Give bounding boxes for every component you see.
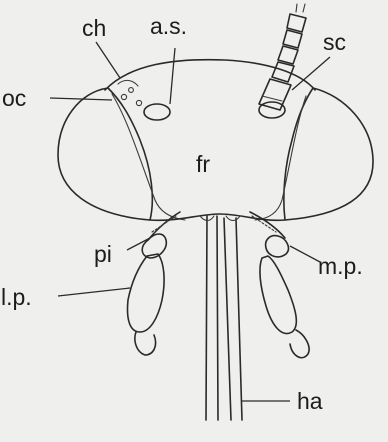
label-mp: m.p. [318, 253, 363, 279]
left-labial-palp [128, 254, 165, 332]
mouthparts [128, 212, 310, 420]
antenna [259, 4, 306, 110]
antennal-socket-right [259, 102, 285, 118]
label-ha: ha [297, 388, 323, 414]
antennal-socket-left [144, 104, 170, 120]
chalaza-line [118, 80, 138, 86]
label-ch: ch [82, 15, 106, 41]
head-capsule [58, 60, 373, 221]
right-labial-palp [260, 256, 296, 334]
label-as: a.s. [150, 13, 187, 39]
label-fr: fr [196, 151, 210, 177]
scape-segment [259, 79, 291, 110]
label-lp: l.p. [1, 284, 32, 310]
label-sc: sc [323, 29, 346, 55]
ocelli [121, 88, 141, 106]
label-pi: pi [94, 241, 112, 267]
leader-lines [50, 42, 330, 401]
right-compound-eye [284, 88, 373, 220]
label-oc: oc [2, 85, 26, 111]
